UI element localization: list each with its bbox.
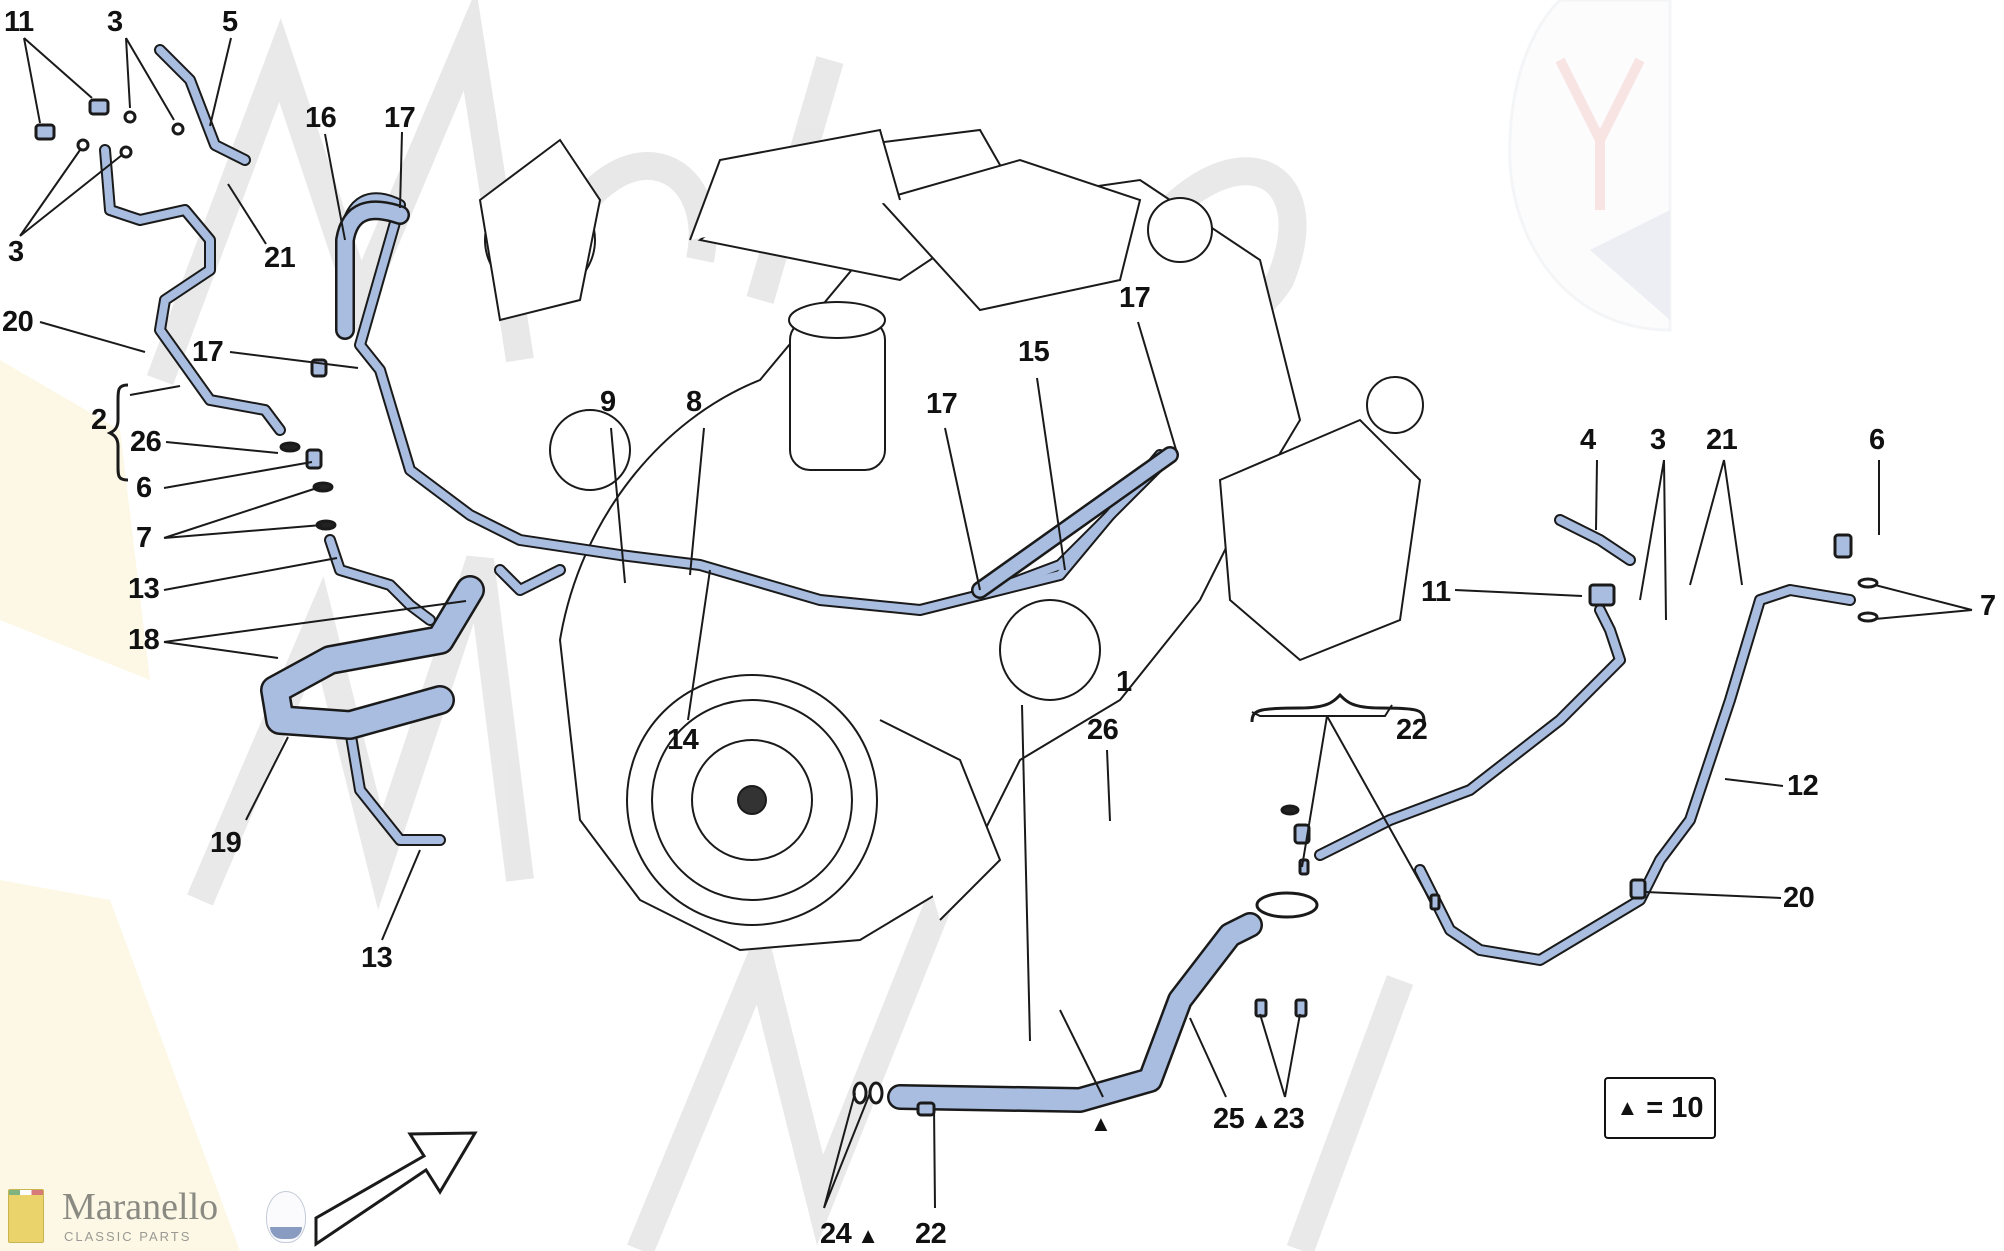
ferrari-shield-icon bbox=[8, 1189, 44, 1243]
callout-label-13: 13 bbox=[128, 573, 160, 605]
callout-number: 20 bbox=[2, 306, 34, 338]
brand-name: Maranello bbox=[62, 1186, 219, 1228]
group-brace-2 bbox=[106, 383, 129, 482]
callout-number: 22 bbox=[1396, 714, 1428, 746]
callout-number: 15 bbox=[1018, 336, 1050, 368]
group-brace-1 bbox=[1250, 692, 1426, 723]
callout-label-11: 11 bbox=[4, 8, 34, 37]
callout-number: 7 bbox=[1980, 590, 1996, 622]
callout-number: 17 bbox=[926, 388, 958, 420]
callout-number: 25 bbox=[1213, 1103, 1245, 1135]
callout-label-26: 26 bbox=[130, 426, 162, 458]
callout-label-5: 5 bbox=[222, 8, 238, 37]
triangle-icon: ▲ bbox=[1250, 1108, 1272, 1133]
callout-label-9: 9 bbox=[600, 388, 616, 417]
callout-label-17: 17 bbox=[384, 102, 416, 134]
callout-label-15: 15 bbox=[1018, 336, 1050, 368]
triangle-icon: ▲ bbox=[1090, 1111, 1112, 1136]
callout-label-3: 3 bbox=[107, 8, 123, 37]
triangle-icon: ▲ bbox=[1616, 1095, 1639, 1120]
callout-number: 23 bbox=[1273, 1103, 1305, 1135]
callout-label-14: 14 bbox=[667, 724, 699, 756]
callout-label-6: 6 bbox=[136, 474, 152, 503]
callout-number: 17 bbox=[192, 336, 224, 368]
callout-number: 11 bbox=[4, 6, 34, 38]
callout-label-7: 7 bbox=[1980, 592, 1996, 621]
callout-label-21: 21 bbox=[264, 242, 296, 274]
callout-number: 16 bbox=[305, 102, 337, 134]
callout-label-18: 18 bbox=[128, 624, 160, 656]
callout-label-11: 11 bbox=[1421, 578, 1451, 607]
callout-number: 14 bbox=[667, 724, 699, 756]
watermark-seal bbox=[1508, 0, 1672, 332]
callout-number: 21 bbox=[264, 242, 296, 274]
callout-number: 17 bbox=[384, 102, 416, 134]
legend-value: 10 bbox=[1671, 1091, 1704, 1124]
callout-label-22: 22 bbox=[1396, 714, 1428, 746]
callout-number: 6 bbox=[1869, 424, 1885, 456]
callout-number: 3 bbox=[1650, 424, 1666, 456]
callout-number: 18 bbox=[128, 624, 160, 656]
callout-label-23: 23 bbox=[1273, 1103, 1305, 1135]
callout-number: 12 bbox=[1787, 770, 1819, 802]
brand-logo: Maranello CLASSIC PARTS bbox=[4, 1185, 306, 1247]
legend-equals: = bbox=[1646, 1091, 1664, 1124]
callout-number: 13 bbox=[361, 942, 393, 974]
triangle-icon: ▲ bbox=[857, 1223, 879, 1248]
maserati-trident-icon bbox=[266, 1191, 306, 1243]
callout-label-2: 2 bbox=[91, 406, 107, 435]
callout-label-7: 7 bbox=[136, 524, 152, 553]
callout-number: 3 bbox=[107, 6, 123, 38]
callout-number: 2 bbox=[91, 404, 107, 436]
watermark-ferrari-shield bbox=[0, 360, 240, 1251]
highlighted-pipes bbox=[99, 44, 1856, 1113]
callout-number: 11 bbox=[1421, 576, 1451, 608]
callout-number: 26 bbox=[1087, 714, 1119, 746]
callout-number: 3 bbox=[8, 236, 24, 268]
callout-number: 26 bbox=[130, 426, 162, 458]
callout-number: 24 bbox=[820, 1218, 852, 1250]
callout-number: 13 bbox=[128, 573, 160, 605]
callout-label-25: 25▲ bbox=[1213, 1105, 1272, 1134]
callout-label-6: 6 bbox=[1869, 426, 1885, 455]
callout-number: 22 bbox=[915, 1218, 947, 1250]
callout-label-21: 21 bbox=[1706, 424, 1738, 456]
callout-number: 6 bbox=[136, 472, 152, 504]
callout-label-triangle: ▲ bbox=[1090, 1108, 1112, 1137]
callout-label-1: 1 bbox=[1116, 668, 1132, 697]
callout-label-8: 8 bbox=[686, 388, 702, 417]
callout-label-16: 16 bbox=[305, 102, 337, 134]
callout-number: 20 bbox=[1783, 882, 1815, 914]
legend-box: ▲ = 10 bbox=[1604, 1077, 1716, 1139]
callout-number: 9 bbox=[600, 386, 616, 418]
callout-label-13: 13 bbox=[361, 942, 393, 974]
callout-number: 5 bbox=[222, 6, 238, 38]
callout-label-4: 4 bbox=[1580, 426, 1596, 455]
engine-block bbox=[478, 128, 1424, 952]
callout-number: 1 bbox=[1116, 666, 1132, 698]
callout-label-26: 26 bbox=[1087, 714, 1119, 746]
callout-label-3: 3 bbox=[8, 238, 24, 267]
callout-number: 4 bbox=[1580, 424, 1596, 456]
brand-subtitle: CLASSIC PARTS bbox=[64, 1229, 192, 1244]
callout-label-22: 22 bbox=[915, 1218, 947, 1250]
callout-label-17: 17 bbox=[192, 336, 224, 368]
small-parts bbox=[34, 98, 1879, 1117]
callout-label-24: 24▲ bbox=[820, 1220, 879, 1249]
callout-label-20: 20 bbox=[1783, 882, 1815, 914]
callout-label-17: 17 bbox=[926, 388, 958, 420]
callout-number: 8 bbox=[686, 386, 702, 418]
callout-label-12: 12 bbox=[1787, 770, 1819, 802]
callout-label-3: 3 bbox=[1650, 426, 1666, 455]
direction-arrow bbox=[314, 1131, 478, 1247]
callout-number: 21 bbox=[1706, 424, 1738, 456]
callout-label-17: 17 bbox=[1119, 282, 1151, 314]
callout-label-19: 19 bbox=[210, 827, 242, 859]
callout-number: 17 bbox=[1119, 282, 1151, 314]
callout-number: 19 bbox=[210, 827, 242, 859]
callout-label-20: 20 bbox=[2, 306, 34, 338]
callout-number: 7 bbox=[136, 522, 152, 554]
